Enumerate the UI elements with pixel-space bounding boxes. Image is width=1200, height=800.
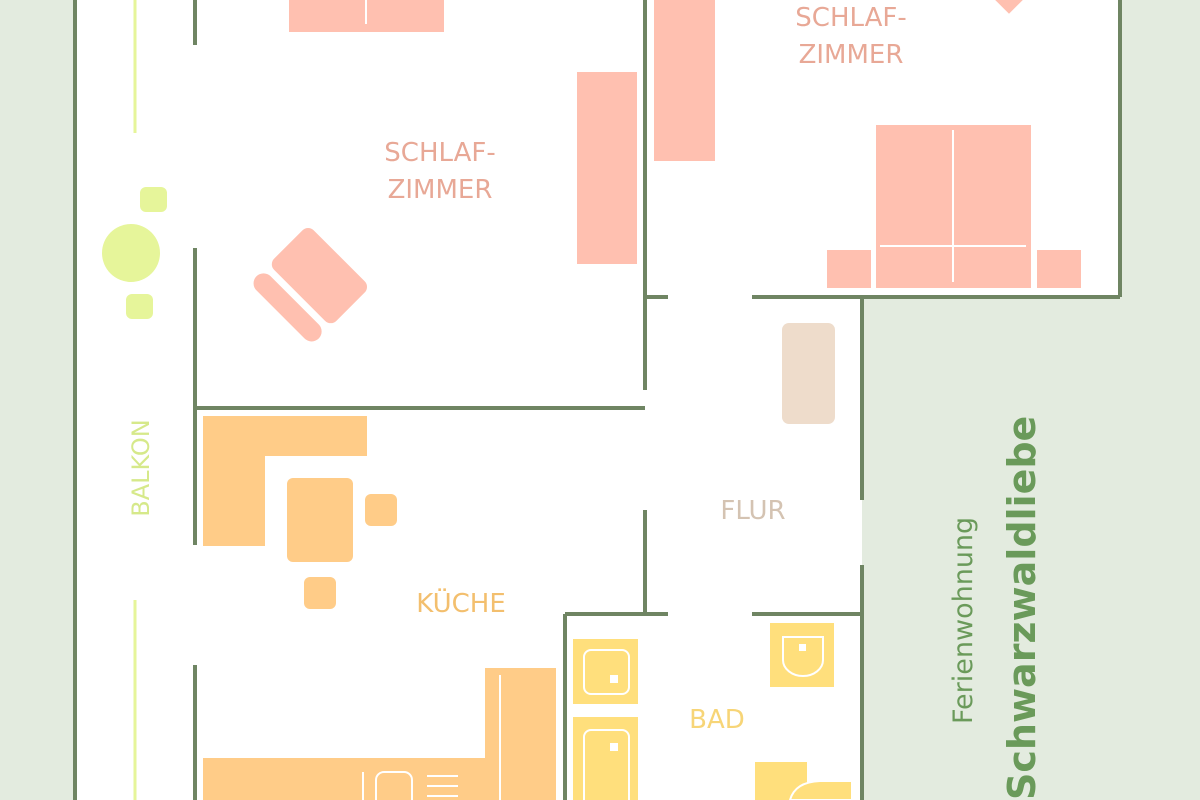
bedroom-right-label-2: ZIMMER: [799, 40, 904, 70]
title-name: Schwarzwaldliebe: [1000, 416, 1044, 800]
floor-lower: [75, 298, 862, 800]
balcony-table: [102, 224, 160, 282]
kitchen-label: KÜCHE: [416, 587, 506, 619]
bedroom-left: SCHLAF- ZIMMER: [253, 0, 637, 342]
hall-label: FLUR: [720, 496, 785, 526]
dining-table: [287, 478, 353, 562]
kitchen-counter: [203, 668, 556, 800]
balcony: BALKON: [102, 0, 167, 800]
chair: [304, 577, 336, 609]
bedroom-left-label: SCHLAF-: [384, 138, 495, 168]
bath-label: BAD: [689, 705, 745, 735]
stove-icon: [427, 775, 458, 797]
balcony-chair: [126, 294, 153, 319]
toilet: [770, 623, 834, 687]
armchair: [253, 227, 368, 342]
balcony-chair: [140, 187, 167, 212]
bedroom-right: SCHLAF- ZIMMER: [654, 0, 1081, 288]
wardrobe: [577, 72, 637, 264]
bedroom-left-label-2: ZIMMER: [388, 175, 493, 205]
basin: [788, 780, 853, 800]
kitchen: KÜCHE: [203, 416, 556, 800]
nightstand: [827, 250, 871, 288]
bath: BAD: [573, 623, 853, 800]
chair: [365, 494, 397, 526]
balcony-label: BALKON: [127, 419, 155, 517]
wardrobe: [654, 0, 715, 161]
title-subtitle: Ferienwohnung: [948, 517, 979, 724]
bedroom-right-label: SCHLAF-: [795, 3, 906, 33]
kitchen-counter-corner: [203, 416, 367, 546]
cabinet: [782, 323, 835, 424]
nightstand: [1037, 250, 1081, 288]
property-title: Ferienwohnung Schwarzwaldliebe: [948, 416, 1044, 800]
walls: [73, 0, 1122, 800]
plant: [989, 0, 1029, 14]
hall: FLUR: [720, 323, 835, 526]
